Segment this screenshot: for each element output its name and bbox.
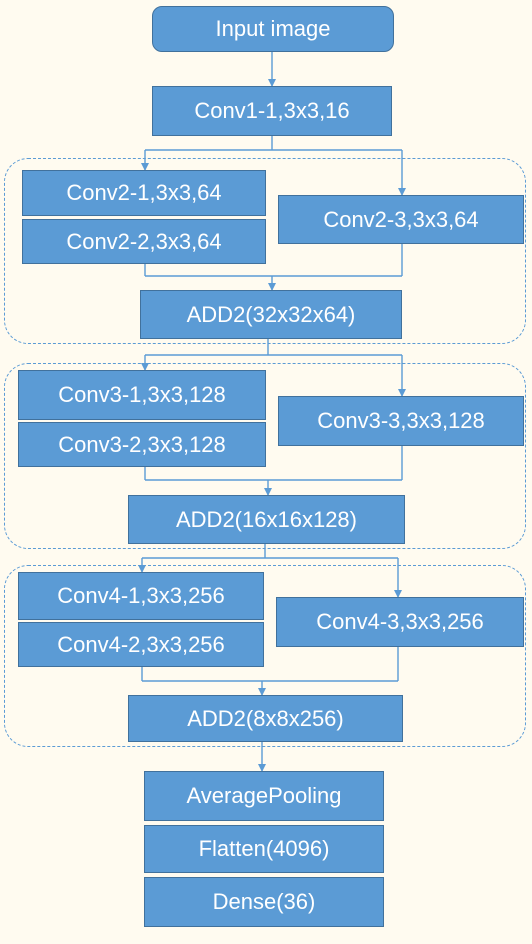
- input-image-node: Input image: [152, 6, 394, 52]
- conv3-3-node: Conv3-3,3x3,128: [278, 396, 524, 446]
- average-pooling-node: AveragePooling: [144, 771, 384, 821]
- conv2-1-node: Conv2-1,3x3,64: [22, 170, 266, 216]
- conv4-2-node: Conv4-2,3x3,256: [18, 622, 264, 667]
- conv2-3-node: Conv2-3,3x3,64: [278, 195, 524, 244]
- conv4-3-node: Conv4-3,3x3,256: [276, 597, 524, 647]
- conv2-2-node: Conv2-2,3x3,64: [22, 219, 266, 264]
- add2-block4-node: ADD2(8x8x256): [128, 695, 403, 742]
- dense-node: Dense(36): [144, 877, 384, 927]
- conv3-2-node: Conv3-2,3x3,128: [18, 422, 266, 467]
- add2-block2-node: ADD2(32x32x64): [140, 290, 402, 339]
- conv1-1-node: Conv1-1,3x3,16: [152, 86, 392, 136]
- conv4-1-node: Conv4-1,3x3,256: [18, 572, 264, 620]
- add2-block3-node: ADD2(16x16x128): [128, 495, 405, 544]
- flatten-node: Flatten(4096): [144, 825, 384, 873]
- conv3-1-node: Conv3-1,3x3,128: [18, 370, 266, 420]
- residual-block-2-group: [4, 158, 526, 344]
- residual-block-3-group: [4, 363, 526, 549]
- residual-block-4-group: [4, 565, 526, 747]
